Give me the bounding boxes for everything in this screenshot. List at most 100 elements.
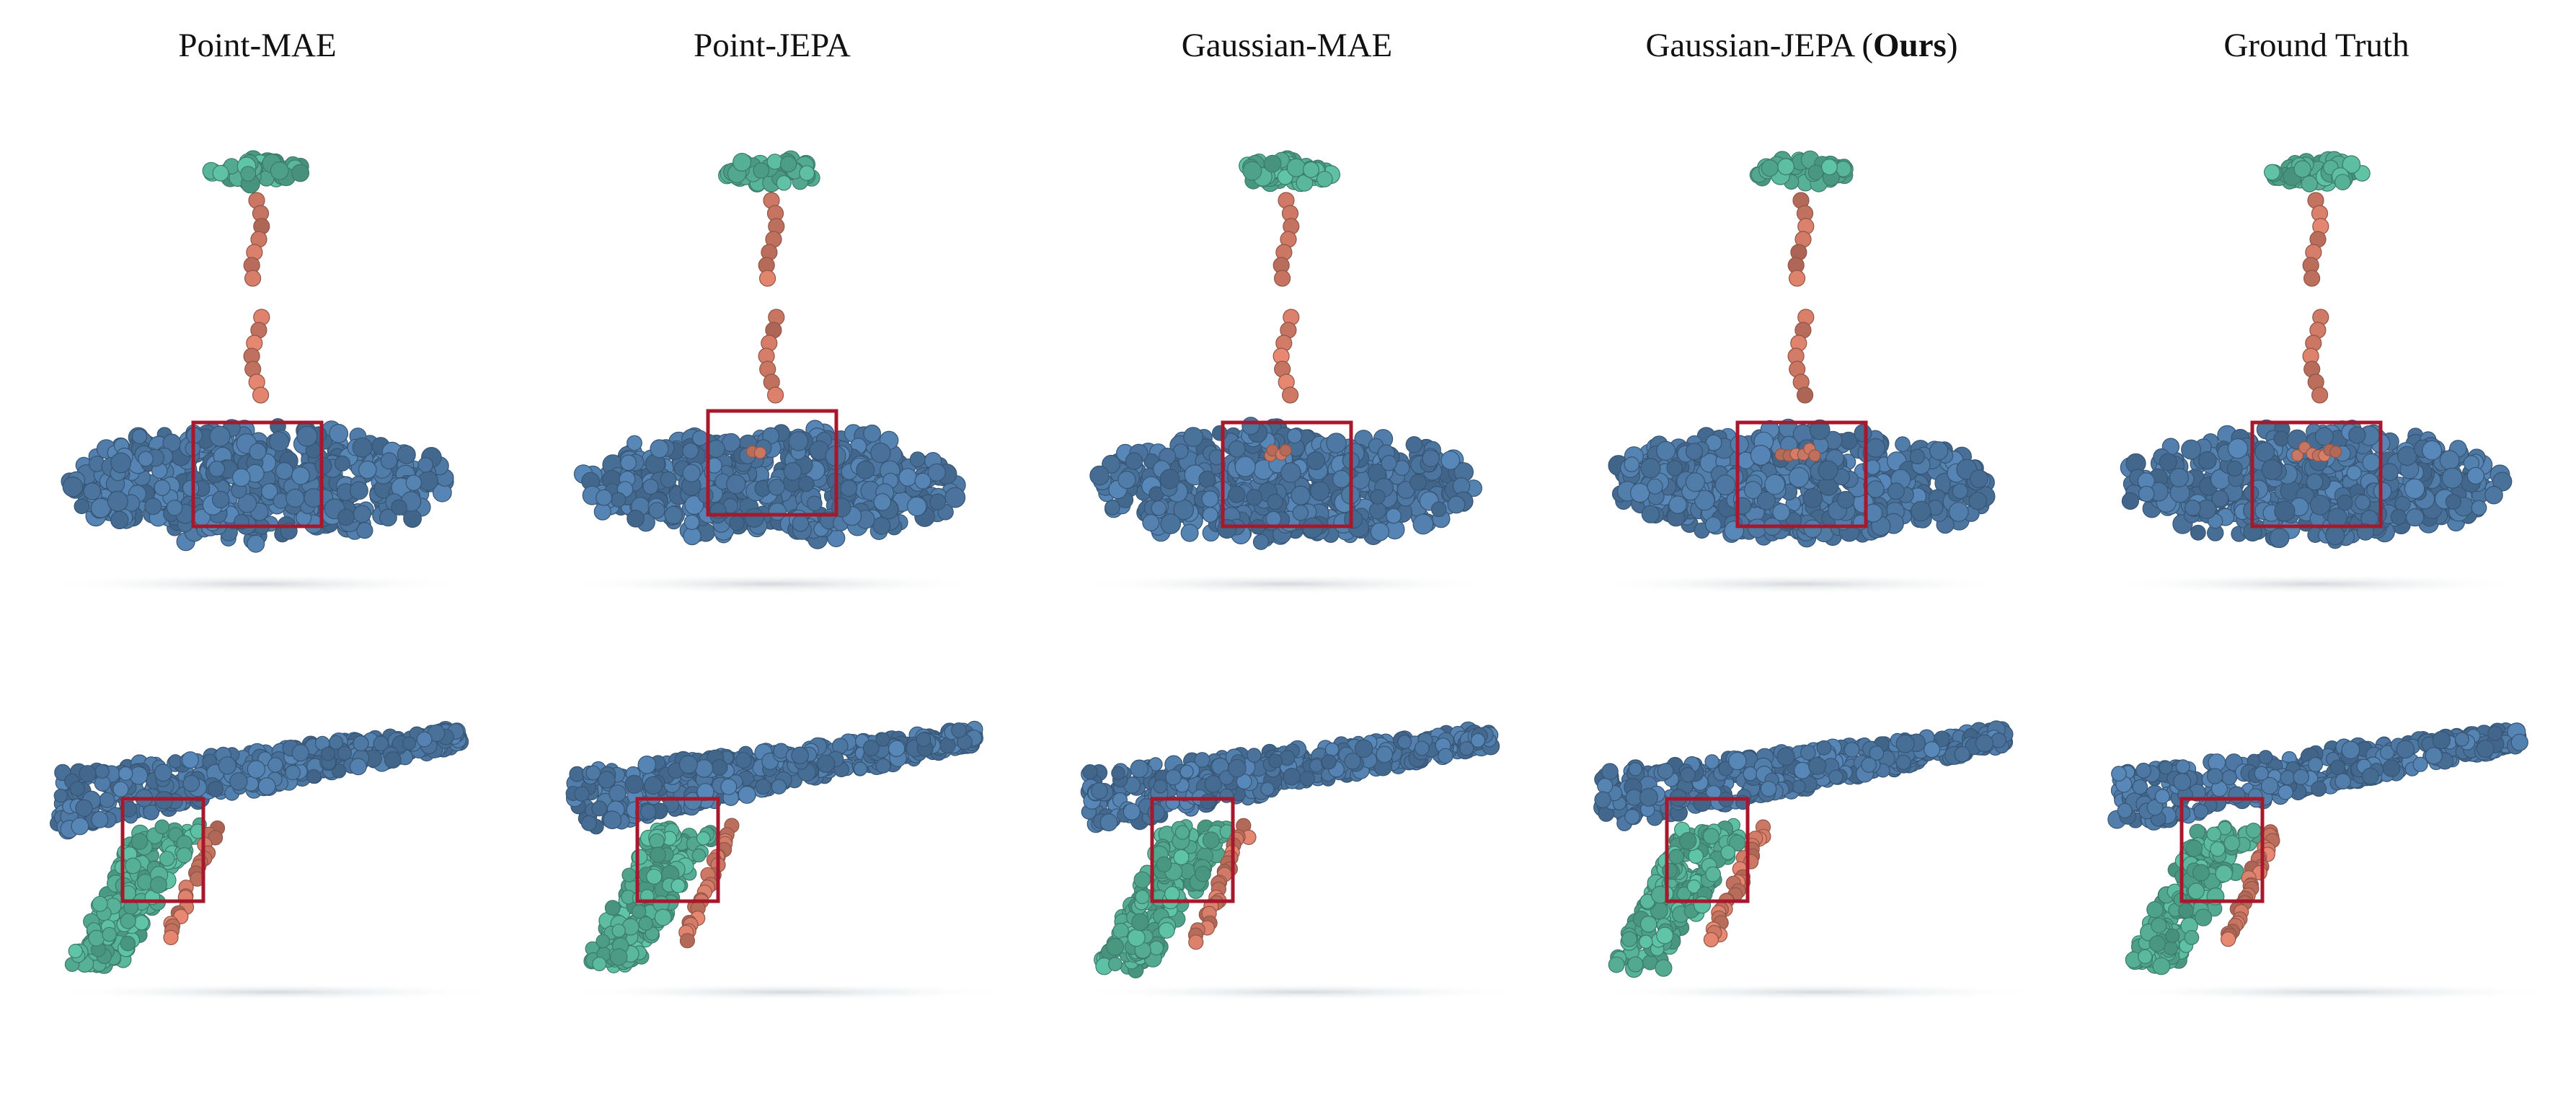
trigger-point: [1703, 931, 1719, 948]
grip-point: [632, 904, 647, 919]
barrel-point: [1397, 735, 1412, 749]
base-point: [611, 492, 627, 508]
barrel-point: [112, 781, 129, 797]
title-text: Point-JEPA: [694, 27, 851, 64]
base-point: [182, 479, 200, 497]
barrel-point: [603, 810, 622, 830]
barrel-point: [738, 785, 756, 804]
base-point: [898, 468, 917, 487]
base-point: [83, 482, 102, 500]
grip-point: [92, 895, 108, 912]
base-point: [944, 487, 966, 508]
barrel-point: [182, 774, 200, 792]
base-point: [642, 478, 659, 495]
barrel-point: [1624, 808, 1641, 825]
grip-point: [120, 913, 136, 929]
grip-point: [1173, 849, 1190, 866]
base-point: [1211, 425, 1228, 441]
barrel-point: [331, 763, 347, 779]
barrel-point: [321, 746, 335, 761]
base-point: [1405, 435, 1423, 453]
base-point: [870, 442, 891, 464]
base-point: [1668, 495, 1687, 514]
grip-point: [102, 926, 117, 942]
base-point: [379, 508, 397, 527]
base-point: [1228, 485, 1246, 503]
grip-point: [621, 867, 637, 882]
barrel-point: [1470, 732, 1486, 748]
barrel-point: [285, 764, 301, 781]
barrel-point: [591, 800, 608, 817]
base-point: [231, 468, 251, 487]
base-point: [1286, 428, 1303, 444]
barrel-point: [1597, 777, 1614, 794]
base-point: [1629, 482, 1650, 503]
top-point: [1820, 159, 1838, 176]
barrel-point: [1324, 742, 1340, 757]
base-point: [783, 462, 802, 481]
barrel-point: [229, 772, 248, 791]
highlight-box: [120, 797, 205, 903]
base-point: [291, 466, 310, 485]
barrel-point: [1099, 813, 1118, 832]
top-point: [270, 161, 289, 180]
grip-point: [1688, 848, 1704, 864]
top-point: [1777, 158, 1795, 176]
base-point: [1409, 474, 1427, 491]
base-point: [1656, 441, 1676, 461]
base-point: [1704, 516, 1722, 534]
grip-point: [1112, 922, 1129, 939]
base-point: [1202, 506, 1218, 523]
barrel-point: [353, 735, 369, 752]
grip-point: [68, 943, 83, 959]
barrel-point: [1991, 732, 2006, 748]
base-point: [648, 502, 665, 519]
title-bold: Ours: [1873, 27, 1947, 64]
base-point: [872, 516, 891, 535]
base-point: [627, 509, 645, 528]
trigger-point: [1188, 934, 1204, 950]
gun-panel: [1588, 720, 2049, 1001]
barrel-point: [1247, 748, 1262, 763]
barrel-point: [1227, 758, 1247, 778]
ground-shadow: [1070, 574, 1502, 594]
barrel-point: [118, 766, 133, 782]
grip-point: [1668, 849, 1685, 864]
base-point: [1228, 440, 1246, 458]
barrel-point: [1844, 742, 1860, 758]
column-title-gaussian-mae: Gaussian-MAE: [1030, 26, 1544, 65]
column-title-point-jepa: Point-JEPA: [515, 26, 1030, 65]
grip-point: [1639, 916, 1657, 933]
base-point: [1772, 503, 1791, 521]
barrel-point: [791, 746, 809, 765]
cord-point: [766, 386, 784, 404]
base-point: [1180, 523, 1199, 542]
ground-shadow: [1585, 574, 2017, 594]
barrel-point: [1657, 763, 1674, 779]
trigger-point: [208, 830, 223, 846]
base-point: [1370, 489, 1386, 505]
top-point: [1263, 154, 1282, 173]
base-point: [208, 460, 226, 477]
base-point: [1217, 518, 1237, 539]
base-point: [1326, 433, 1347, 453]
base-point: [1381, 455, 1397, 472]
base-point: [788, 431, 809, 451]
base-point: [1640, 458, 1661, 479]
ground-shadow: [40, 574, 473, 594]
base-point: [744, 508, 764, 528]
base-point: [1386, 508, 1402, 524]
barrel-point: [624, 774, 644, 794]
barrel-point: [1309, 758, 1324, 773]
barrel-point: [1975, 734, 1994, 753]
barrel-point: [1082, 763, 1098, 780]
ground-shadow: [1588, 983, 2049, 1001]
barrel-point: [1438, 748, 1453, 764]
base-point: [707, 439, 725, 459]
grip-point: [1135, 890, 1150, 905]
base-point: [1306, 451, 1325, 470]
barrel-point: [1895, 754, 1911, 771]
barrel-point: [1760, 780, 1777, 797]
base-point: [863, 424, 881, 443]
